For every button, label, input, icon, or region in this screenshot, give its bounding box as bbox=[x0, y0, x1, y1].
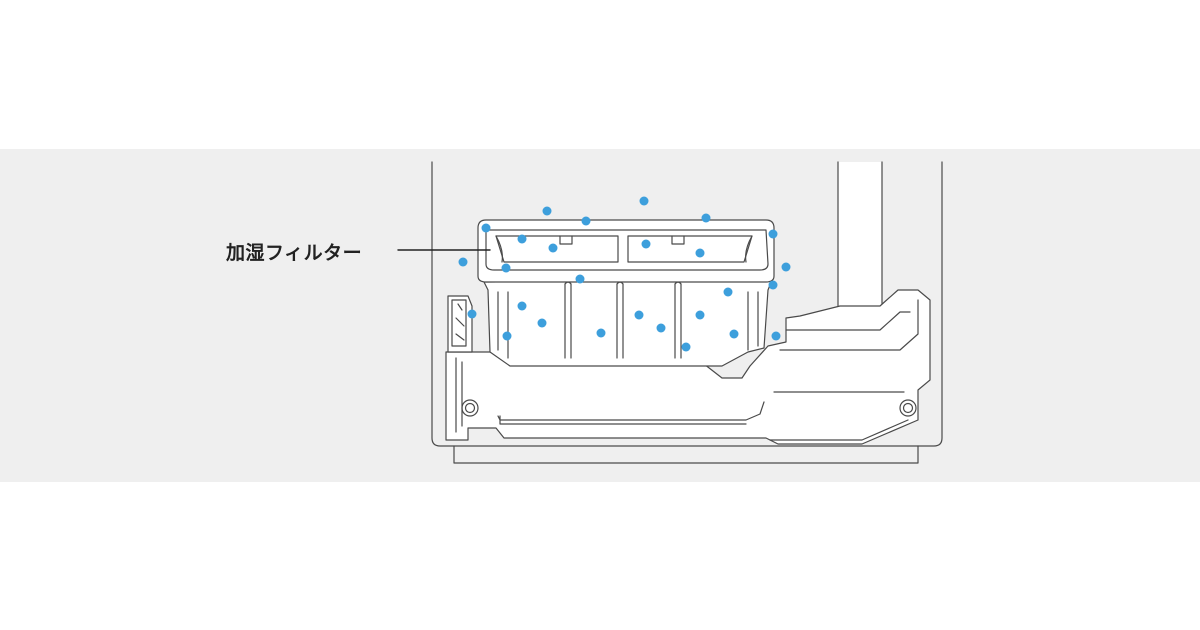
water-droplet bbox=[458, 257, 468, 267]
housing-outline bbox=[431, 161, 943, 447]
water-droplet bbox=[542, 206, 552, 216]
water-tray bbox=[445, 289, 931, 445]
water-droplet bbox=[723, 287, 733, 297]
water-droplet bbox=[548, 243, 558, 253]
water-droplet bbox=[681, 342, 691, 352]
tray-channel bbox=[497, 401, 765, 425]
water-droplet bbox=[581, 216, 591, 226]
water-droplet bbox=[641, 239, 651, 249]
water-droplet bbox=[517, 301, 527, 311]
screw-left bbox=[461, 399, 479, 417]
water-droplet bbox=[701, 213, 711, 223]
water-droplet bbox=[467, 309, 477, 319]
tray-rim bbox=[779, 299, 919, 351]
filter-ribs bbox=[564, 283, 682, 359]
water-droplet bbox=[768, 280, 778, 290]
water-droplet bbox=[537, 318, 547, 328]
water-droplet bbox=[781, 262, 791, 272]
water-droplet bbox=[729, 329, 739, 339]
water-droplet bbox=[517, 234, 527, 244]
water-droplet bbox=[695, 310, 705, 320]
screw-right bbox=[899, 399, 917, 417]
water-droplet bbox=[634, 310, 644, 320]
water-droplets bbox=[458, 196, 791, 352]
tray-floor bbox=[769, 391, 909, 441]
water-droplet bbox=[481, 223, 491, 233]
water-droplet bbox=[768, 229, 778, 239]
water-droplet bbox=[771, 331, 781, 341]
humidifier-filter-label: 加湿フィルター bbox=[226, 242, 363, 264]
water-droplet bbox=[575, 274, 585, 284]
water-droplet bbox=[596, 328, 606, 338]
water-droplet bbox=[502, 331, 512, 341]
base-plate bbox=[453, 445, 919, 464]
water-droplet bbox=[639, 196, 649, 206]
latch bbox=[447, 295, 473, 353]
water-droplet bbox=[695, 248, 705, 258]
water-droplet bbox=[501, 263, 511, 273]
filter-top-frame bbox=[477, 219, 775, 283]
tray-inner-wall bbox=[455, 357, 463, 433]
water-droplet bbox=[656, 323, 666, 333]
